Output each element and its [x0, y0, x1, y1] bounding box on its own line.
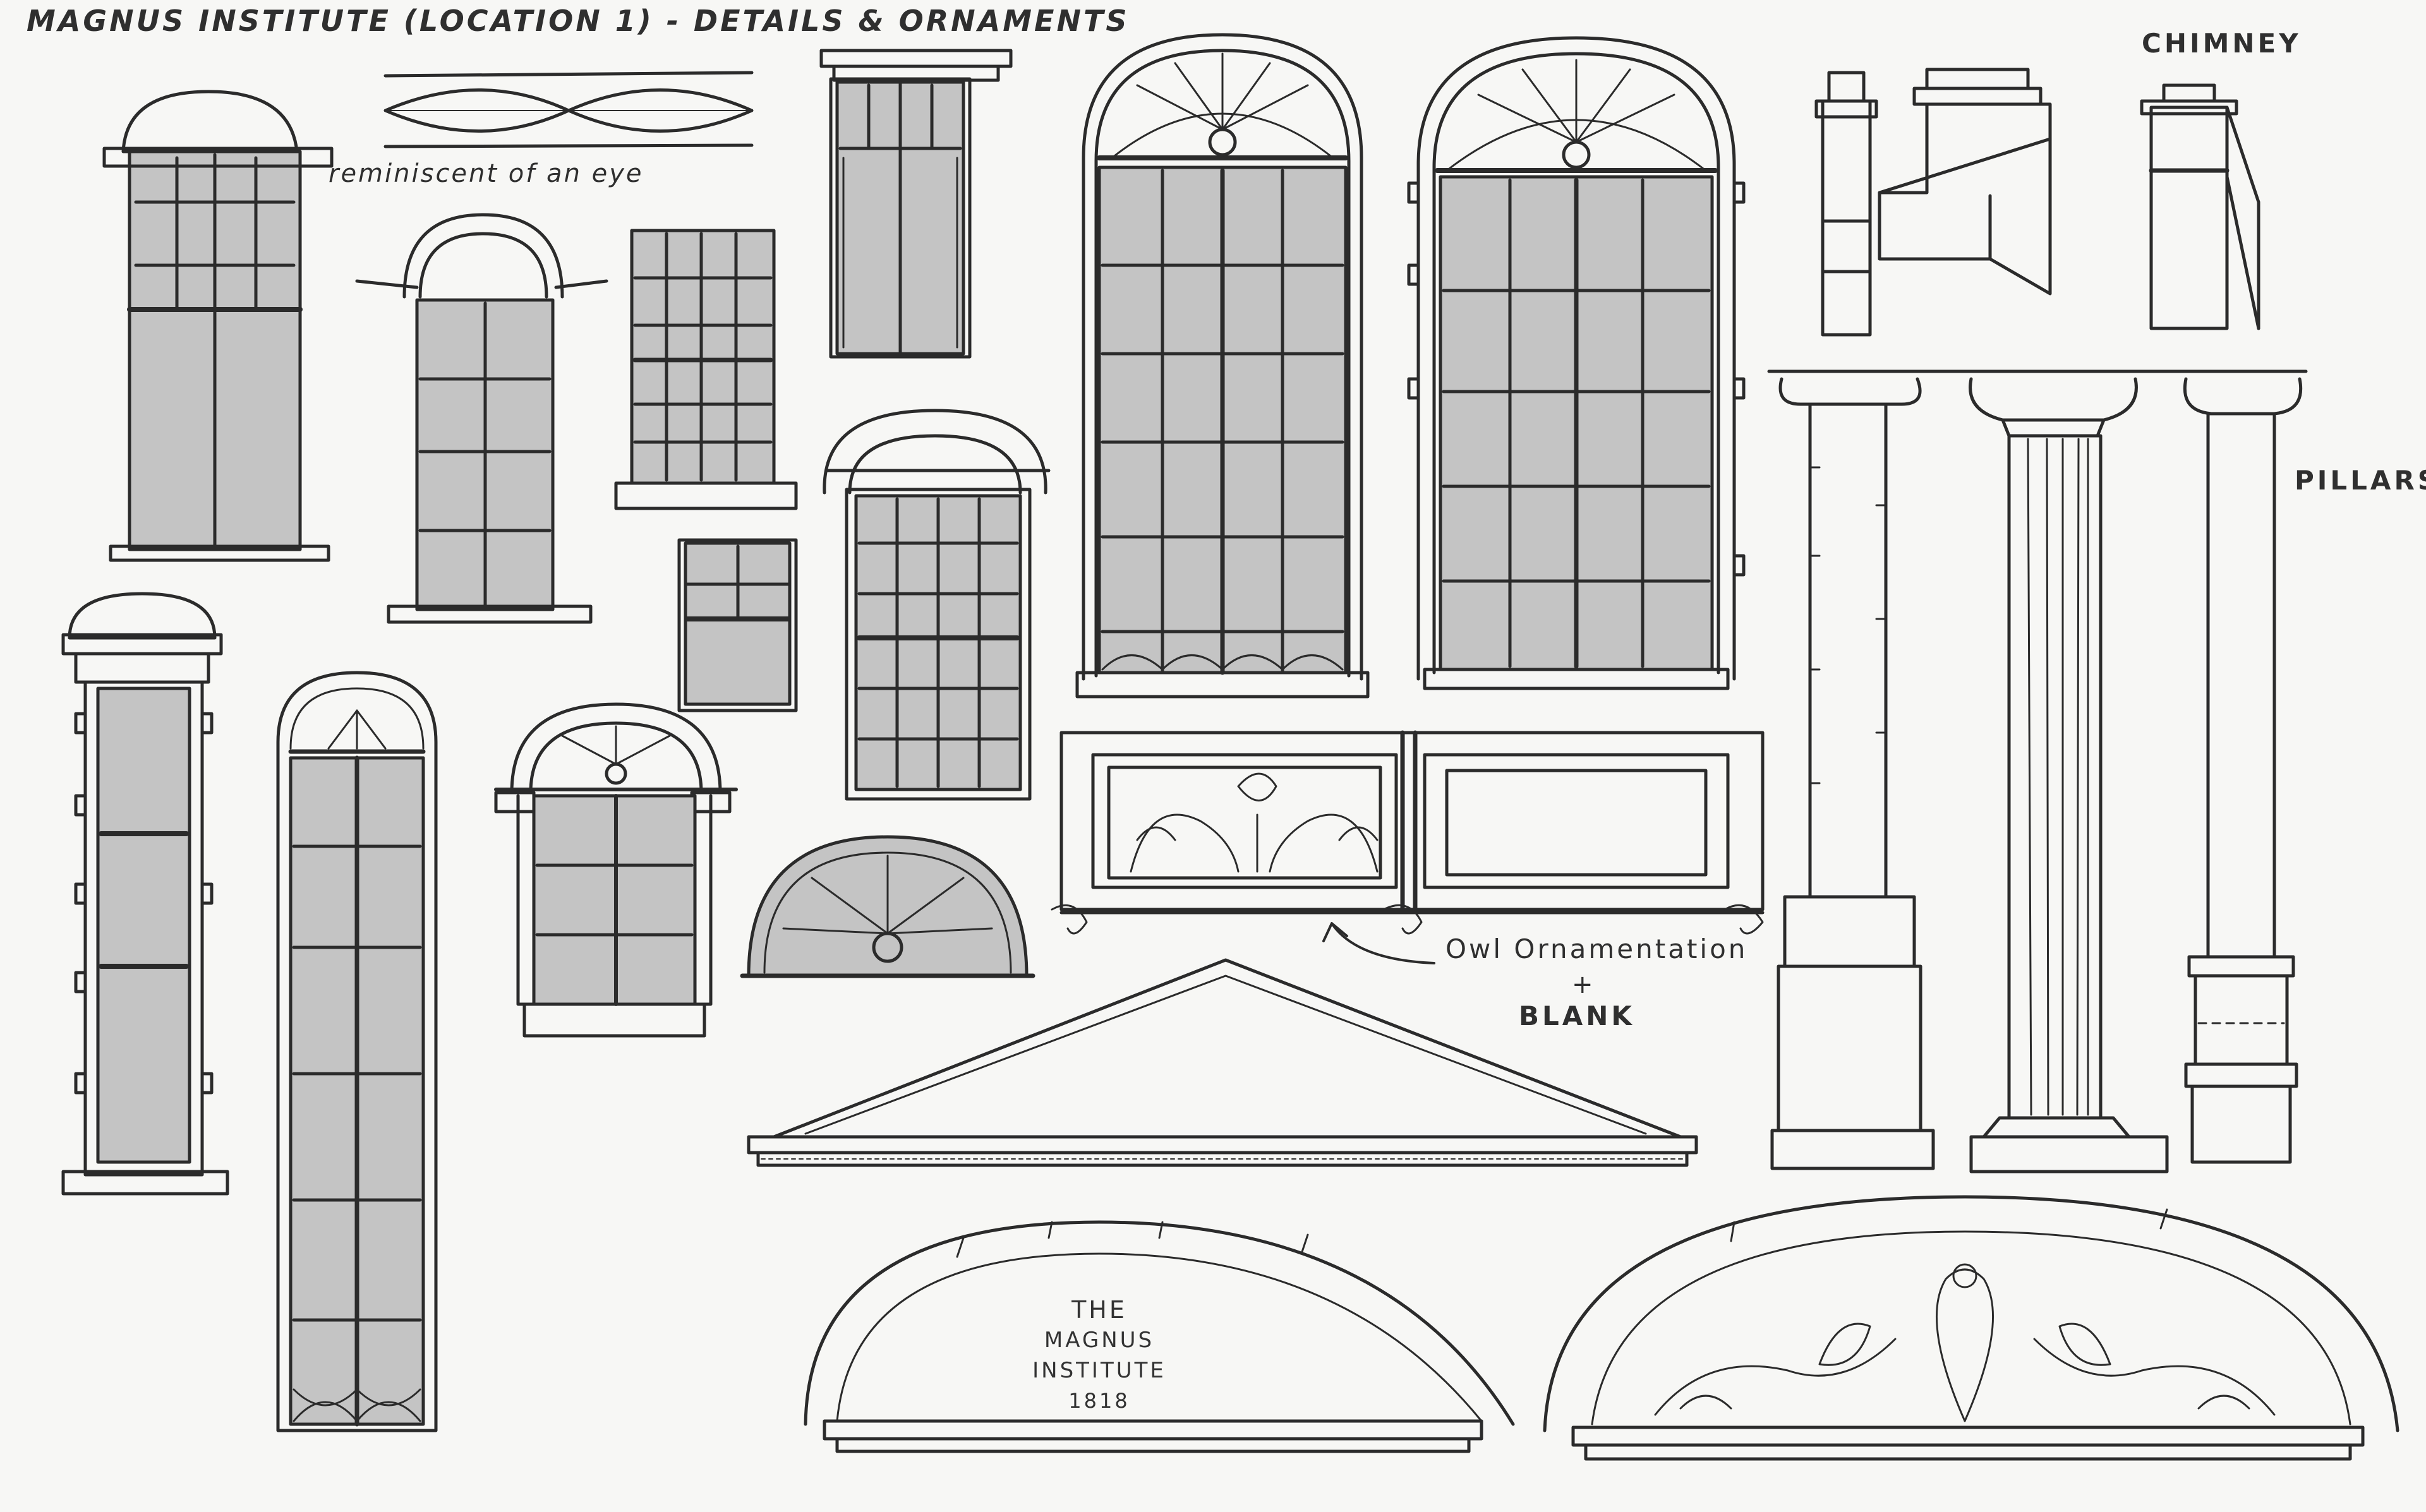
ornamented-arch [1543, 1195, 2399, 1461]
owl-arrowhead [1322, 922, 1348, 942]
sheet-title: MAGNUS INSTITUTE (LOCATION 1) - DETAILS … [27, 4, 1130, 38]
window-pilaster-9 [61, 592, 229, 1196]
inscription-line-2: MAGNUS INSTITUTE [1032, 1328, 1166, 1383]
inscription-arch [804, 1220, 1515, 1453]
owl-arrow [1332, 924, 1435, 964]
window-arched-fan-11 [494, 702, 738, 1038]
eye-note: reminiscent of an eye [329, 159, 644, 188]
plus-note: + [1572, 970, 1595, 999]
arch-inscription: THE MAGNUS INSTITUTE 1818 [986, 1295, 1213, 1416]
window-arched-pediment-2 [355, 213, 608, 624]
owl-note: Owl Ornamentation [1445, 933, 1748, 964]
pillars-label: PILLARS [2295, 465, 2426, 496]
window-cornice-5 [819, 49, 1013, 359]
chimney-sketches [1814, 68, 2260, 337]
window-arched-cap-1 [102, 90, 334, 562]
window-large-arched-fanlight-8 [1407, 36, 1746, 690]
window-small-sash-4 [677, 538, 798, 712]
inscription-line-1: THE [1071, 1296, 1127, 1324]
inscription-line-3: 1818 [1068, 1389, 1130, 1413]
owl-ornament-panels [1051, 730, 1765, 935]
chimney-label: CHIMNEY [2142, 28, 2302, 59]
pillar-sketches [1767, 369, 2308, 1173]
window-pediment-grid-6 [823, 409, 1051, 801]
window-tall-narrow-arched-10 [276, 671, 438, 1432]
window-grid-3 [614, 229, 798, 510]
triangular-pediment [747, 958, 1698, 1167]
window-large-arched-fanlight-7 [1075, 33, 1370, 699]
blank-note: BLANK [1519, 1000, 1635, 1031]
eye-ornament-band [383, 71, 754, 148]
half-fanlight [740, 835, 1035, 978]
